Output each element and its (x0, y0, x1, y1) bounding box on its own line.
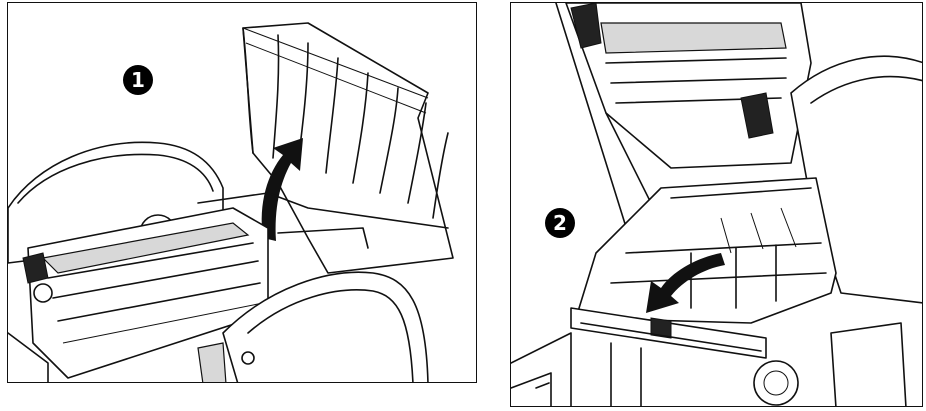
printer-cover-close-illustration (511, 3, 922, 406)
printer-cover-open-illustration (8, 22, 454, 382)
step-1-marker: 1 (123, 65, 153, 95)
step-2-marker: 2 (545, 208, 575, 238)
step-1-panel: 1 (7, 2, 477, 383)
step-2-panel: 2 (510, 2, 923, 407)
